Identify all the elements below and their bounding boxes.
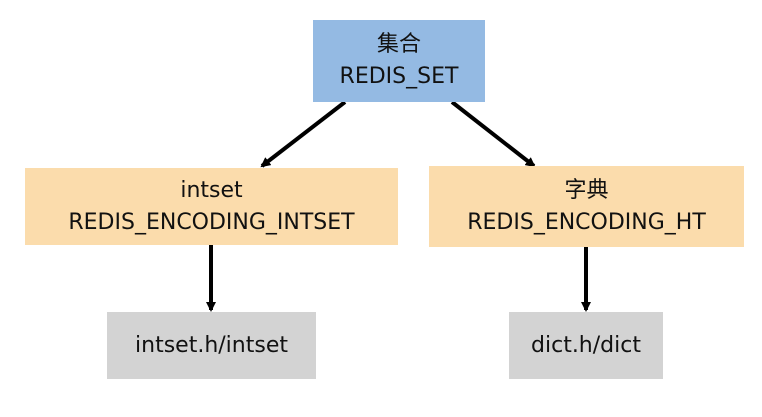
node-encoding-intset-line2: REDIS_ENCODING_INTSET (68, 209, 355, 235)
edge-set-to-ht (450, 100, 536, 168)
edge-set-to-intset (260, 100, 347, 168)
node-encoding-intset: intset REDIS_ENCODING_INTSET (25, 168, 398, 245)
node-encoding-ht-line1: 字典 (564, 177, 609, 203)
node-impl-intset-label: intset.h/intset (135, 332, 288, 358)
node-impl-intset: intset.h/intset (107, 312, 316, 379)
node-encoding-ht: 字典 REDIS_ENCODING_HT (429, 166, 744, 247)
node-impl-dict: dict.h/dict (509, 312, 663, 379)
node-encoding-intset-line1: intset (180, 177, 243, 203)
node-redis-set-line1: 集合 (376, 32, 421, 57)
node-redis-set: 集合 REDIS_SET (313, 20, 485, 102)
node-impl-dict-label: dict.h/dict (531, 332, 641, 358)
node-redis-set-line2: REDIS_SET (339, 64, 459, 89)
node-encoding-ht-line2: REDIS_ENCODING_HT (467, 209, 706, 235)
